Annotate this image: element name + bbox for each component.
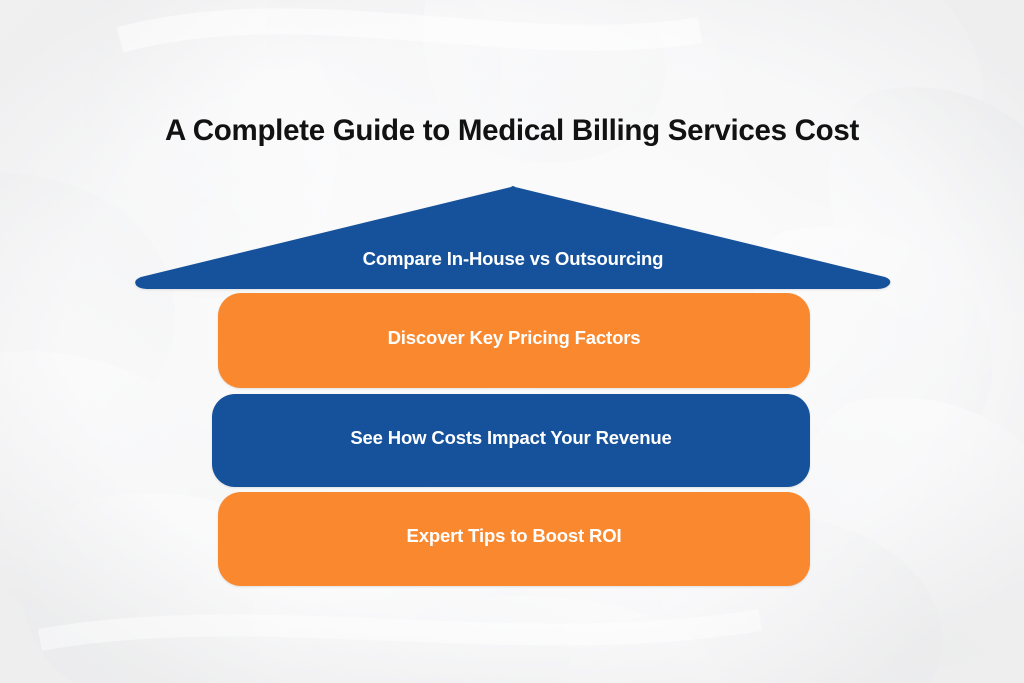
- step-bar-label: Discover Key Pricing Factors: [387, 326, 641, 348]
- step-bar-pricing-factors[interactable]: Discover Key Pricing Factors: [218, 293, 810, 388]
- roof-triangle-icon: [135, 186, 891, 289]
- step-bar-label: Expert Tips to Boost ROI: [406, 525, 622, 546]
- step-bar-costs-impact-revenue[interactable]: See How Costs Impact Your Revenue: [212, 394, 810, 487]
- roof-segment[interactable]: Compare In-House vs Outsourcing: [133, 185, 893, 293]
- page-title: A Complete Guide to Medical Billing Serv…: [165, 114, 859, 147]
- roof-label: Compare In-House vs Outsourcing: [362, 248, 664, 269]
- step-bar-expert-tips-roi[interactable]: Expert Tips to Boost ROI: [218, 492, 810, 586]
- step-bar-label: See How Costs Impact Your Revenue: [350, 426, 672, 448]
